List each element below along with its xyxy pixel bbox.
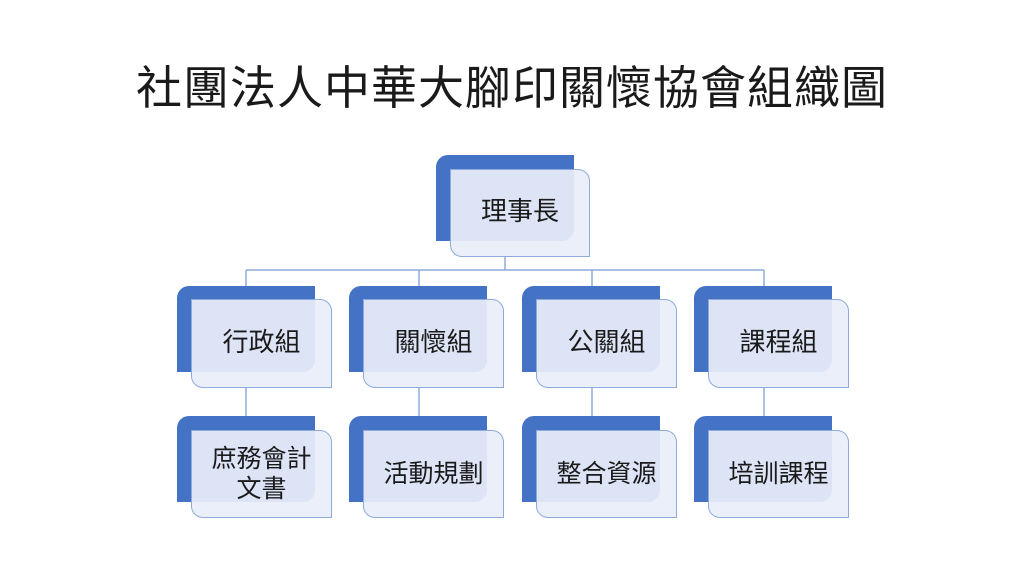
node-child-care-label: 活動規劃	[383, 459, 484, 488]
node-group-care-label: 關懷組	[394, 327, 473, 358]
node-child-course-box: 培訓課程	[708, 430, 849, 518]
node-group-pr-label: 公關組	[567, 327, 646, 358]
node-child-admin-label: 庶務會計 文書	[211, 444, 312, 503]
node-child-pr-box: 整合資源	[536, 430, 677, 518]
node-child-care-box: 活動規劃	[363, 430, 504, 518]
node-group-pr-box: 公關組	[536, 299, 677, 388]
node-group-course-label: 課程組	[739, 327, 818, 358]
node-group-care-box: 關懷組	[363, 299, 504, 388]
node-child-admin-box: 庶務會計 文書	[191, 430, 332, 518]
node-group-admin-box: 行政組	[191, 299, 332, 388]
node-chairman-label: 理事長	[480, 197, 559, 228]
node-child-course-label: 培訓課程	[728, 459, 829, 488]
node-group-admin-label: 行政組	[222, 327, 301, 358]
node-child-pr-label: 整合資源	[556, 459, 657, 488]
node-chairman-box: 理事長	[450, 169, 590, 257]
node-group-course-box: 課程組	[708, 299, 849, 388]
page-title: 社團法人中華大腳印關懷協會組織圖	[136, 61, 888, 115]
